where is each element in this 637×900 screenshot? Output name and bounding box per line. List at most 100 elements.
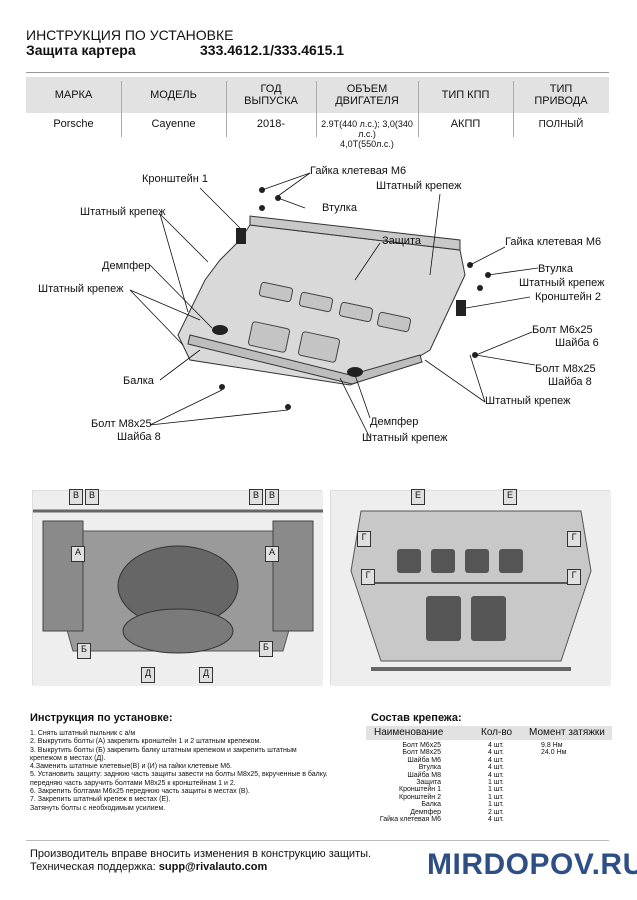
spec-separator [513, 81, 514, 137]
fastener-name: Шайба М6 [407, 756, 441, 764]
watermark-logo: MIRDOPOV.RU [427, 848, 637, 881]
product-code: 333.4612.1/333.4615.1 [200, 42, 345, 58]
fasteners-title: Состав крепежа: [371, 712, 462, 724]
support-email-link[interactable]: supp@rivalauto.com [158, 861, 268, 873]
instruction-step: Затянуть болты с необходимым усилием. [30, 804, 166, 812]
label-bolt-m8-left: Болт М8х25 [91, 418, 152, 430]
instruction-step: 3. Выкрутить болты (Б) закрепить балку ш… [30, 746, 297, 754]
label-washer-8-right: Шайба 8 [548, 376, 592, 388]
marker-g: Г [357, 531, 371, 547]
label-standard-fastener-left1: Штатный крепеж [80, 206, 166, 218]
marker-a: А [71, 546, 85, 562]
underbody-illustration [33, 491, 323, 686]
spec-value-engine-2: 4,0T(550л.с.) [340, 139, 394, 149]
instruction-step: 1. Снять штатный пыльник с а/м [30, 730, 136, 737]
damper-part [212, 325, 228, 335]
divider [26, 840, 609, 841]
fastener-qty: 1 шт. [488, 778, 504, 786]
fastener-qty: 4 шт. [488, 771, 504, 779]
spec-separator [316, 81, 317, 137]
label-washer-6: Шайба 6 [555, 337, 599, 349]
table-row: Шайба М6 4 шт. [366, 757, 612, 764]
fasteners-col-qty: Кол-во [481, 727, 513, 738]
fastener-name: Кронштейн 1 [399, 786, 441, 794]
spec-header: ТИП ПРИВОДА [534, 83, 588, 107]
label-cage-nut-left: Гайка клетевая М6 [310, 165, 407, 177]
spec-value-year: 2018- [256, 118, 286, 130]
fasteners-col-name: Наименование [374, 727, 444, 738]
spec-col-engine: ОБЪЕМ ДВИГАТЕЛЯ 2.9T(440 л.с.); 3,0(340 … [316, 77, 418, 149]
label-standard-fastener-left2: Штатный крепеж [38, 283, 124, 295]
spec-col-year: ГОД ВЫПУСКА 2018- [226, 77, 316, 141]
label-standard-fastener-bottom: Штатный крепеж [362, 432, 448, 444]
instruction-step: 4.Заменить штатные клетевые(В) и (И) на … [30, 763, 232, 771]
fastener [477, 285, 483, 291]
label-bolt-m6: Болт М6х25 [532, 324, 593, 336]
slot [338, 301, 374, 323]
marker-d: Д [141, 667, 155, 683]
label-cage-nut-right: Гайка клетевая М6 [505, 236, 602, 248]
marker-b: Б [77, 643, 91, 659]
label-bushing-left: Втулка [322, 202, 357, 214]
fastener-torque: 24.0 Нм [541, 749, 567, 757]
spec-value-drive: ПОЛНЫЙ [538, 119, 584, 130]
spec-header: МАРКА [54, 89, 93, 101]
spec-col-brand: МАРКА Porsche [26, 77, 121, 141]
slot [247, 321, 291, 353]
photo-installed-guard: Е Е Г Г Г Г [330, 489, 611, 686]
label-damper-bottom: Демпфер [370, 416, 419, 428]
fastener-name: Болт М6х25 [402, 742, 441, 749]
label-bushing-right: Втулка [538, 263, 573, 275]
fastener-qty: 1 шт. [488, 801, 504, 809]
doc-title: ИНСТРУКЦИЯ ПО УСТАНОВКЕ [26, 27, 234, 43]
marker-g: Г [361, 569, 375, 585]
instruction-step: 2. Выкрутить болты (А) закрепить кронште… [30, 738, 262, 746]
spec-separator [418, 81, 419, 137]
fasteners-col-torque: Момент затяжки [529, 727, 605, 738]
slot [376, 311, 412, 333]
instruction-step: 7. Закрепить штатный крепеж в местах (Е)… [30, 796, 171, 804]
spec-value-engine-1: 2.9T(440 л.с.); 3,0(340 л.с.) [321, 119, 413, 139]
spec-separator [121, 81, 122, 137]
support-label: Техническая поддержка: [30, 861, 159, 873]
instruction-step: крепежом в местах (Д). [30, 754, 106, 762]
fastener-name: Втулка [418, 764, 441, 772]
footer-disclaimer: Производитель вправе вносить изменения в… [30, 848, 372, 860]
marker-v: В [69, 489, 83, 505]
marker-g: Г [567, 531, 581, 547]
spec-header: ОБЪЕМ ДВИГАТЕЛЯ [335, 83, 399, 107]
marker-g: Г [567, 569, 581, 585]
label-standard-fastener-top: Штатный крепеж [376, 180, 462, 192]
slot [258, 281, 294, 303]
marker-v: В [249, 489, 263, 505]
fastener-name: Болт М8х25 [402, 749, 441, 757]
fastener-name: Защита [416, 778, 441, 786]
fasteners-table: Болт М6х25 4 шт. 9.8 Нм Болт М8х25 4 шт. 24.… [366, 742, 612, 823]
marker-e: Е [411, 489, 425, 505]
label-bolt-m8-right: Болт М8х25 [535, 363, 596, 375]
fastener-qty: 4 шт. [488, 764, 504, 772]
spec-col-model: МОДЕЛЬ Cayenne [121, 77, 226, 141]
bracket-part [456, 300, 466, 316]
instructions-title: Инструкция по установке: [30, 712, 173, 724]
installed-guard-illustration [331, 491, 611, 686]
fastener-torque: 9.8 Нм [541, 742, 563, 749]
photo-underbody-left: В В В В А А Б Б Д Д [32, 489, 323, 686]
fastener-name: Демпфер [410, 808, 441, 816]
fastener-qty: 4 шт. [488, 742, 504, 749]
spec-col-gearbox: ТИП КПП АКПП [418, 77, 513, 141]
guard-rear-flange [249, 215, 461, 251]
bracket-part [236, 228, 246, 244]
fastener-qty: 4 шт. [488, 756, 504, 764]
fastener [219, 384, 225, 390]
product-name: Защита картера [26, 42, 136, 58]
label-standard-fastener-right2: Штатный крепеж [485, 395, 571, 407]
marker-v: В [85, 489, 99, 505]
fastener [285, 404, 291, 410]
fastener-qty: 4 шт. [488, 749, 504, 757]
spec-header: ГОД ВЫПУСКА [244, 83, 298, 107]
